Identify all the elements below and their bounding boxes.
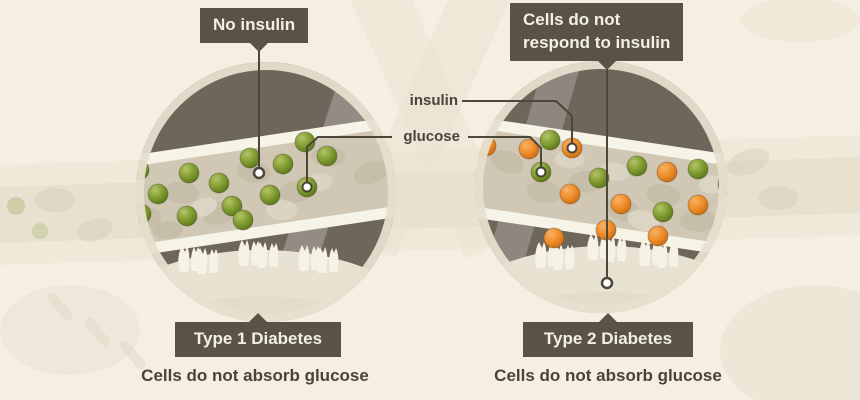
glucose-label: glucose [403, 128, 460, 145]
callout-tail [599, 313, 617, 322]
glucose-molecule [294, 131, 316, 153]
glucose-molecule [687, 158, 709, 180]
insulin-label: insulin [409, 92, 458, 109]
pointer-endpoint [252, 166, 266, 180]
type2-callout: Type 2 Diabetes [523, 313, 693, 357]
glucose-molecule [652, 201, 674, 223]
glucose-molecule [316, 145, 338, 167]
insulin-molecule [518, 138, 540, 160]
no-insulin-callout: No insulin [200, 8, 309, 52]
pointer-endpoint [301, 181, 313, 193]
glucose-molecule [147, 183, 169, 205]
glucose-molecule [232, 209, 254, 231]
glucose-molecule [259, 184, 281, 206]
glucose-molecule [626, 155, 648, 177]
pointer-endpoint [535, 166, 547, 178]
type1-label: Type 1 Diabetes [193, 329, 323, 348]
glucose-molecule [539, 129, 561, 151]
insulin-molecule [647, 225, 669, 247]
insulin-molecule [687, 194, 709, 216]
glucose-molecule [221, 195, 243, 217]
insulin-pointer-line [462, 100, 573, 146]
callout-tail [250, 42, 268, 52]
pointer-endpoint [566, 142, 578, 154]
insulin-molecule [543, 227, 565, 249]
glucose-molecule [208, 172, 230, 194]
glucose-molecule [178, 162, 200, 184]
glucose-molecule [272, 153, 294, 175]
cells-no-respond-callout: Cells do not respond to insulin [510, 3, 684, 70]
glucose-molecule [588, 167, 610, 189]
no-insulin-label: No insulin [213, 15, 296, 34]
insulin-molecule [610, 193, 632, 215]
callout-tail [598, 60, 616, 70]
pointer-lines [258, 44, 608, 281]
glucose-pointer-line-right [468, 136, 542, 168]
pointer-endpoint [600, 276, 614, 290]
type2-caption: Cells do not absorb glucose [494, 366, 722, 385]
cells-no-respond-line2: respond to insulin [523, 32, 671, 52]
insulin-molecule [559, 183, 581, 205]
callout-tail [249, 313, 267, 322]
glucose-molecule [176, 205, 198, 227]
type2-label: Type 2 Diabetes [543, 329, 673, 348]
pointer-endpoints [252, 142, 614, 290]
cells-no-respond-line1: Cells do not [523, 10, 621, 29]
type1-caption: Cells do not absorb glucose [141, 366, 369, 385]
glucose-pointer-line-left [306, 136, 392, 183]
type1-callout: Type 1 Diabetes [175, 313, 341, 357]
glucose-molecule [239, 147, 261, 169]
right-blood-vessel [475, 118, 727, 267]
insulin-molecule [656, 161, 678, 183]
